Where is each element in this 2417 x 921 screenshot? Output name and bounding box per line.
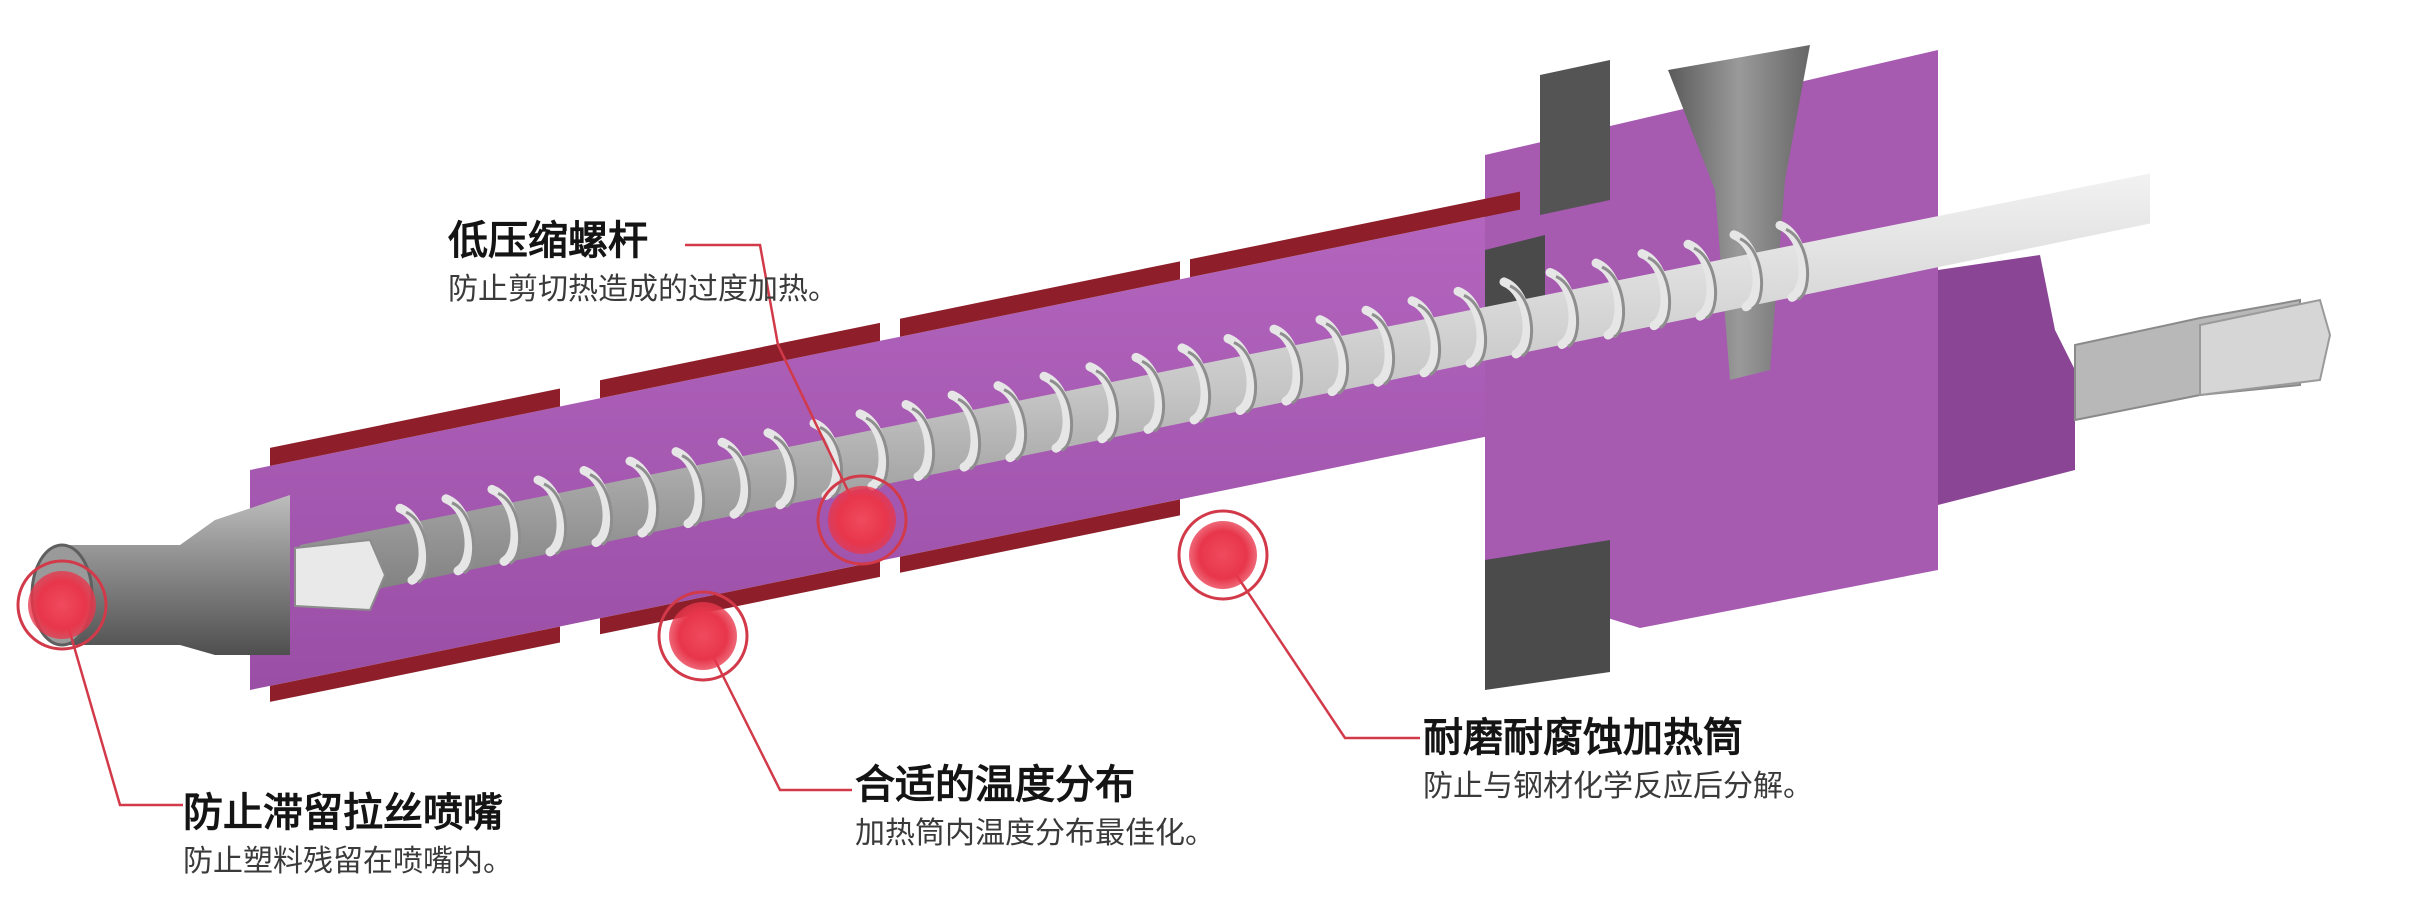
barrel-structure <box>30 45 2332 702</box>
screw-flight-shadow <box>1233 341 1258 414</box>
leader-line <box>1221 554 1420 740</box>
callout-corrosion-resistant-barrel: 耐磨耐腐蚀加热筒 防止与钢材化学反应后分解。 <box>1423 715 1813 806</box>
screw-flight-shadow <box>405 510 430 584</box>
screw-flight-shadow <box>865 416 890 490</box>
screw-flight-shadow <box>635 463 660 537</box>
screw-flight-shadow <box>543 482 568 556</box>
screw-flight-shadow <box>681 454 706 528</box>
screw-flight-shadow <box>1095 369 1120 443</box>
screw-flight-shadow <box>1463 293 1488 367</box>
callout-title: 防止滞留拉丝喷嘴 <box>183 790 503 836</box>
heater-band-top <box>1190 191 1520 278</box>
callout-markers <box>16 474 1269 682</box>
screw-shaft <box>300 173 2150 605</box>
heater-band-top <box>600 322 880 399</box>
screw-spline <box>2199 298 2332 397</box>
feed-block-face-upper <box>1540 60 1610 215</box>
screw-flight-shadow <box>727 444 752 518</box>
heater-band-bottom <box>600 560 880 635</box>
screw-flight-shadow <box>1693 246 1718 320</box>
callout-description: 防止与钢材化学反应后分解。 <box>1423 769 1813 804</box>
nozzle-body <box>40 495 290 655</box>
callout-leader-lines <box>60 243 1420 807</box>
screw-flight-shadow <box>451 501 476 575</box>
leader-line <box>701 635 852 792</box>
screw-flight-shadow <box>1141 359 1166 433</box>
barrel-rear-step <box>1938 255 2075 505</box>
screw-flight-shadow <box>1555 275 1580 348</box>
screw-flight-shadow <box>497 492 522 565</box>
leader-line <box>685 243 864 521</box>
screw-flight-shadow <box>1279 331 1304 405</box>
screw-flight-shadow <box>1003 388 1028 461</box>
screw-check-ring <box>294 538 387 612</box>
screw-flight-shadow <box>1187 350 1212 424</box>
screw-flight-shadow <box>589 473 614 546</box>
callout-temperature-distribution: 合适的温度分布 加热筒内温度分布最佳化。 <box>855 762 1215 853</box>
feed-block-face-lower <box>1485 540 1610 690</box>
marker-dot-icon <box>1189 521 1257 589</box>
screw-flight-shadow <box>773 435 798 509</box>
marker-dot-icon <box>828 486 896 554</box>
callout-description: 防止塑料残留在喷嘴内。 <box>183 844 513 879</box>
leader-line <box>60 604 183 807</box>
heater-band-bottom <box>270 626 560 702</box>
screw-flight-shadow <box>1371 312 1396 386</box>
callout-low-compression-screw: 低压缩螺杆 防止剪切热造成的过度加热。 <box>448 218 838 309</box>
heater-band-top <box>270 388 560 466</box>
callout-title: 合适的温度分布 <box>855 762 1135 808</box>
marker-dot-icon <box>669 602 737 670</box>
screw-flight-shadow <box>1325 322 1350 395</box>
callout-description: 防止剪切热造成的过度加热。 <box>448 272 838 307</box>
callout-anti-drool-nozzle: 防止滞留拉丝喷嘴 防止塑料残留在喷嘴内。 <box>183 790 513 881</box>
marker-ring-icon <box>657 590 749 682</box>
screw-flight-shadow <box>819 425 844 499</box>
marker-ring-icon <box>1177 509 1269 601</box>
screw-flight-shadow <box>1739 237 1764 311</box>
screw-flight-shadow <box>1509 284 1534 358</box>
screw-flight-shadow <box>1785 227 1810 301</box>
screw-flight-shadow <box>1647 256 1672 329</box>
marker-ring-icon <box>16 559 108 651</box>
screw-flights <box>395 220 1810 585</box>
screw-flight-shadow <box>1049 378 1074 452</box>
screw-flight-shadow <box>957 397 982 471</box>
screw-flight-shadow <box>1417 303 1442 377</box>
screw-flight-shadow <box>1601 265 1626 339</box>
callout-title: 低压缩螺杆 <box>448 218 648 264</box>
heater-band-top <box>900 261 1180 337</box>
marker-dot-icon <box>28 571 96 639</box>
screw-flight-shadow <box>911 407 936 480</box>
heater-band-bottom <box>900 499 1180 573</box>
marker-ring-icon <box>816 474 908 566</box>
callout-description: 加热筒内温度分布最佳化。 <box>855 816 1215 851</box>
callout-title: 耐磨耐腐蚀加热筒 <box>1423 715 1743 761</box>
